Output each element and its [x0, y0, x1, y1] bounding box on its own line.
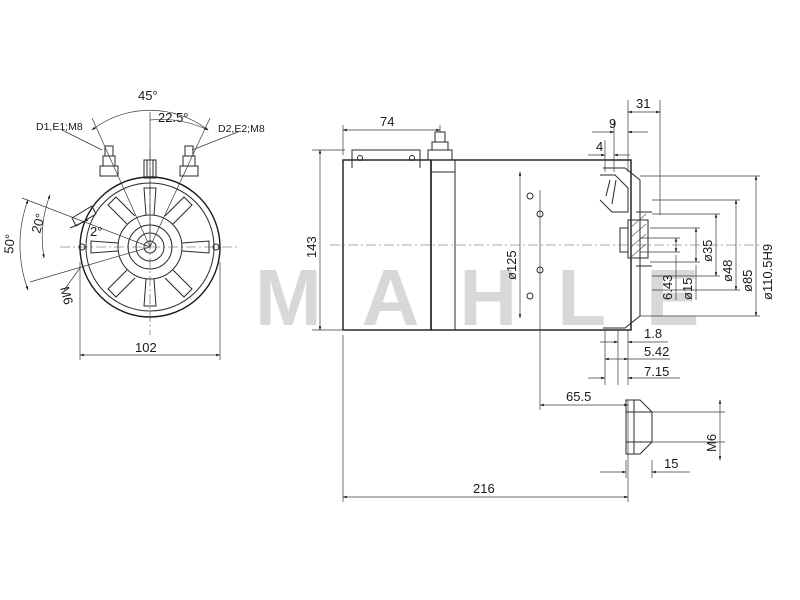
dim-125-label: ø125	[504, 250, 519, 280]
front-view: 45° 22.5° D1,E1;M8 D2,E2;M8 20° 50° 2° M…	[1, 88, 265, 360]
front-angle-22-5-label: 22.5°	[158, 110, 189, 125]
front-angle-45-label: 45°	[138, 88, 158, 103]
dim-74-label: 74	[380, 114, 394, 129]
front-bolt-m6-label: M6	[57, 285, 76, 306]
dim-31-label: 31	[636, 96, 650, 111]
dim-110-label: ø110.5H9	[760, 244, 775, 300]
front-width-102-label: 102	[135, 340, 157, 355]
dim-6-43-label: 6.43	[660, 275, 675, 300]
terminal-right-label: D2,E2;M8	[218, 123, 265, 135]
dim-65-5-label: 65.5	[566, 389, 591, 404]
dim-216-label: 216	[473, 481, 495, 496]
dim-15-label: ø15	[680, 278, 695, 300]
front-angle-50-label: 50°	[1, 233, 18, 254]
front-angle-20-label: 20°	[28, 212, 48, 235]
dim-4-label: 4	[596, 139, 603, 154]
dim-143-label: 143	[304, 236, 319, 258]
dim-48-label: ø48	[720, 260, 735, 282]
dim-m6-label: M6	[704, 434, 719, 452]
dim-9-label: 9	[609, 116, 616, 131]
front-angle-2-label: 2°	[90, 224, 102, 239]
dim-85-label: ø85	[740, 270, 755, 292]
dim-7-15-label: 7.15	[644, 364, 669, 379]
dim-5-42-label: 5.42	[644, 344, 669, 359]
side-view: 74 143 ø125 31 9 4	[304, 96, 775, 502]
dim-35-label: ø35	[700, 240, 715, 262]
dim-1-8-label: 1.8	[644, 326, 662, 341]
dim-15b-label: 15	[664, 456, 678, 471]
terminal-left-label: D1,E1;M8	[36, 121, 83, 133]
